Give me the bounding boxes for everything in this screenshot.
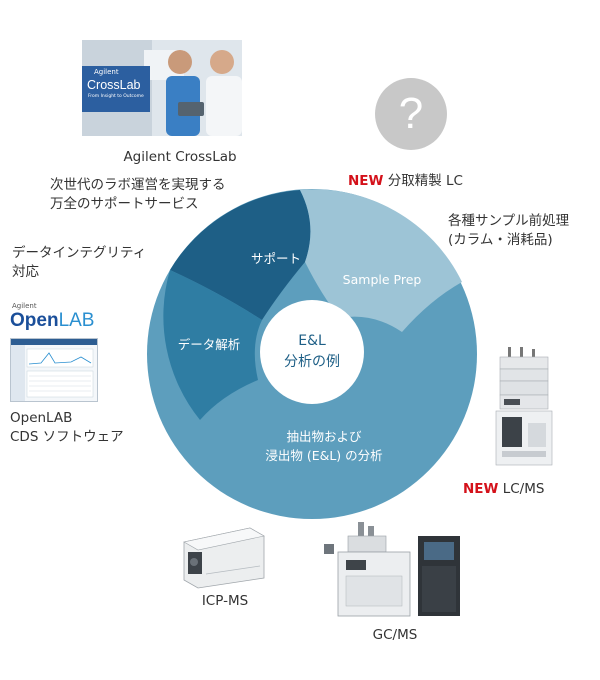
crosslab-desc-line1: 次世代のラボ運営を実現する — [50, 177, 226, 193]
data-integrity-line2: 対応 — [12, 264, 39, 280]
crosslab-desc-line2: 万全のサポートサービス — [50, 196, 199, 212]
openlab-logo-small: Agilent — [12, 302, 37, 310]
data-analysis-segment — [163, 270, 262, 420]
sample-prep-segment-label: Sample Prep — [343, 272, 422, 287]
question-mark-icon: ? — [375, 78, 447, 150]
crosslab-logo-small: Agilent — [94, 68, 119, 76]
support-segment-label: サポート — [251, 251, 301, 266]
crosslab-photo: Agilent CrossLab From Insight to Outcome — [82, 40, 242, 136]
data-analysis-segment-label: データ解析 — [178, 337, 241, 352]
sample-prep-note-line2: (カラム・消耗品) — [448, 232, 553, 248]
sample-prep-note-line1: 各種サンプル前処理 — [448, 213, 570, 229]
prep-lc-label: 分取精製 LC — [387, 173, 463, 189]
sample-prep-segment — [300, 189, 462, 332]
icpms-illustration — [183, 527, 265, 589]
new-badge: NEW — [348, 173, 384, 189]
lcms-stack-illustration — [495, 347, 553, 466]
center-label-line2: 分析の例 — [284, 354, 340, 370]
lcms-instrument-image — [490, 345, 558, 467]
openlab-caption-line2: CDS ソフトウェア — [10, 429, 124, 445]
data-integrity-line1: データインテグリティ — [12, 245, 147, 261]
openlab-screenshot — [10, 338, 98, 402]
openlab-logo-lab: LAB — [58, 310, 95, 331]
crosslab-logo-tagline: From Insight to Outcome — [88, 94, 144, 99]
gcms-caption: GC/MS — [372, 627, 418, 643]
analysis-segment-label-line1: 抽出物および — [286, 429, 362, 444]
crosslab-logo-big: CrossLab — [87, 78, 141, 92]
question-mark-glyph: ? — [398, 89, 424, 138]
gcms-illustration — [324, 522, 460, 617]
crosslab-caption: Agilent CrossLab — [123, 149, 237, 165]
new-badge: NEW — [463, 481, 499, 497]
lcms-label: LC/MS — [502, 481, 545, 497]
prep-lc-caption: NEW 分取精製 LC — [348, 172, 463, 191]
icpms-instrument-image — [180, 522, 266, 590]
software-window-illustration — [11, 339, 97, 401]
icpms-caption: ICP-MS — [201, 593, 249, 609]
openlab-logo: Agilent OpenLAB — [10, 302, 120, 332]
openlab-logo-open: Open — [10, 310, 59, 331]
gcms-instrument-image — [318, 518, 464, 618]
lcms-caption: NEW LC/MS — [463, 480, 544, 499]
center-label-line1: E&L — [298, 333, 326, 349]
openlab-logo-wordmark: OpenLAB — [10, 310, 120, 332]
center-circle — [260, 300, 364, 404]
support-segment — [170, 190, 311, 320]
analysis-segment-label-line2: 浸出物 (E&L) の分析 — [265, 448, 382, 463]
crosslab-logo: Agilent CrossLab From Insight to Outcome — [82, 66, 150, 112]
openlab-caption-line1: OpenLAB — [10, 410, 73, 426]
